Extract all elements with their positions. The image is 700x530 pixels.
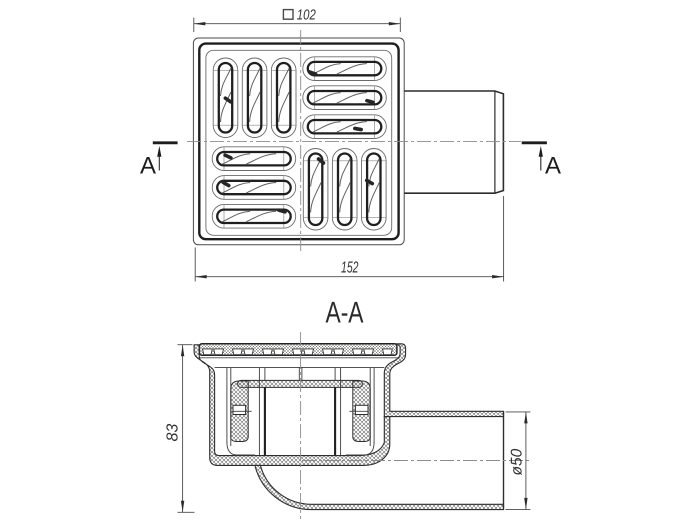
svg-text:ø50: ø50 (509, 448, 526, 475)
svg-text:A: A (545, 153, 561, 180)
svg-text:A: A (140, 153, 156, 180)
svg-text:102: 102 (297, 8, 316, 24)
svg-text:A-A: A-A (326, 297, 364, 330)
svg-text:83: 83 (165, 424, 182, 442)
svg-text:152: 152 (341, 259, 359, 276)
